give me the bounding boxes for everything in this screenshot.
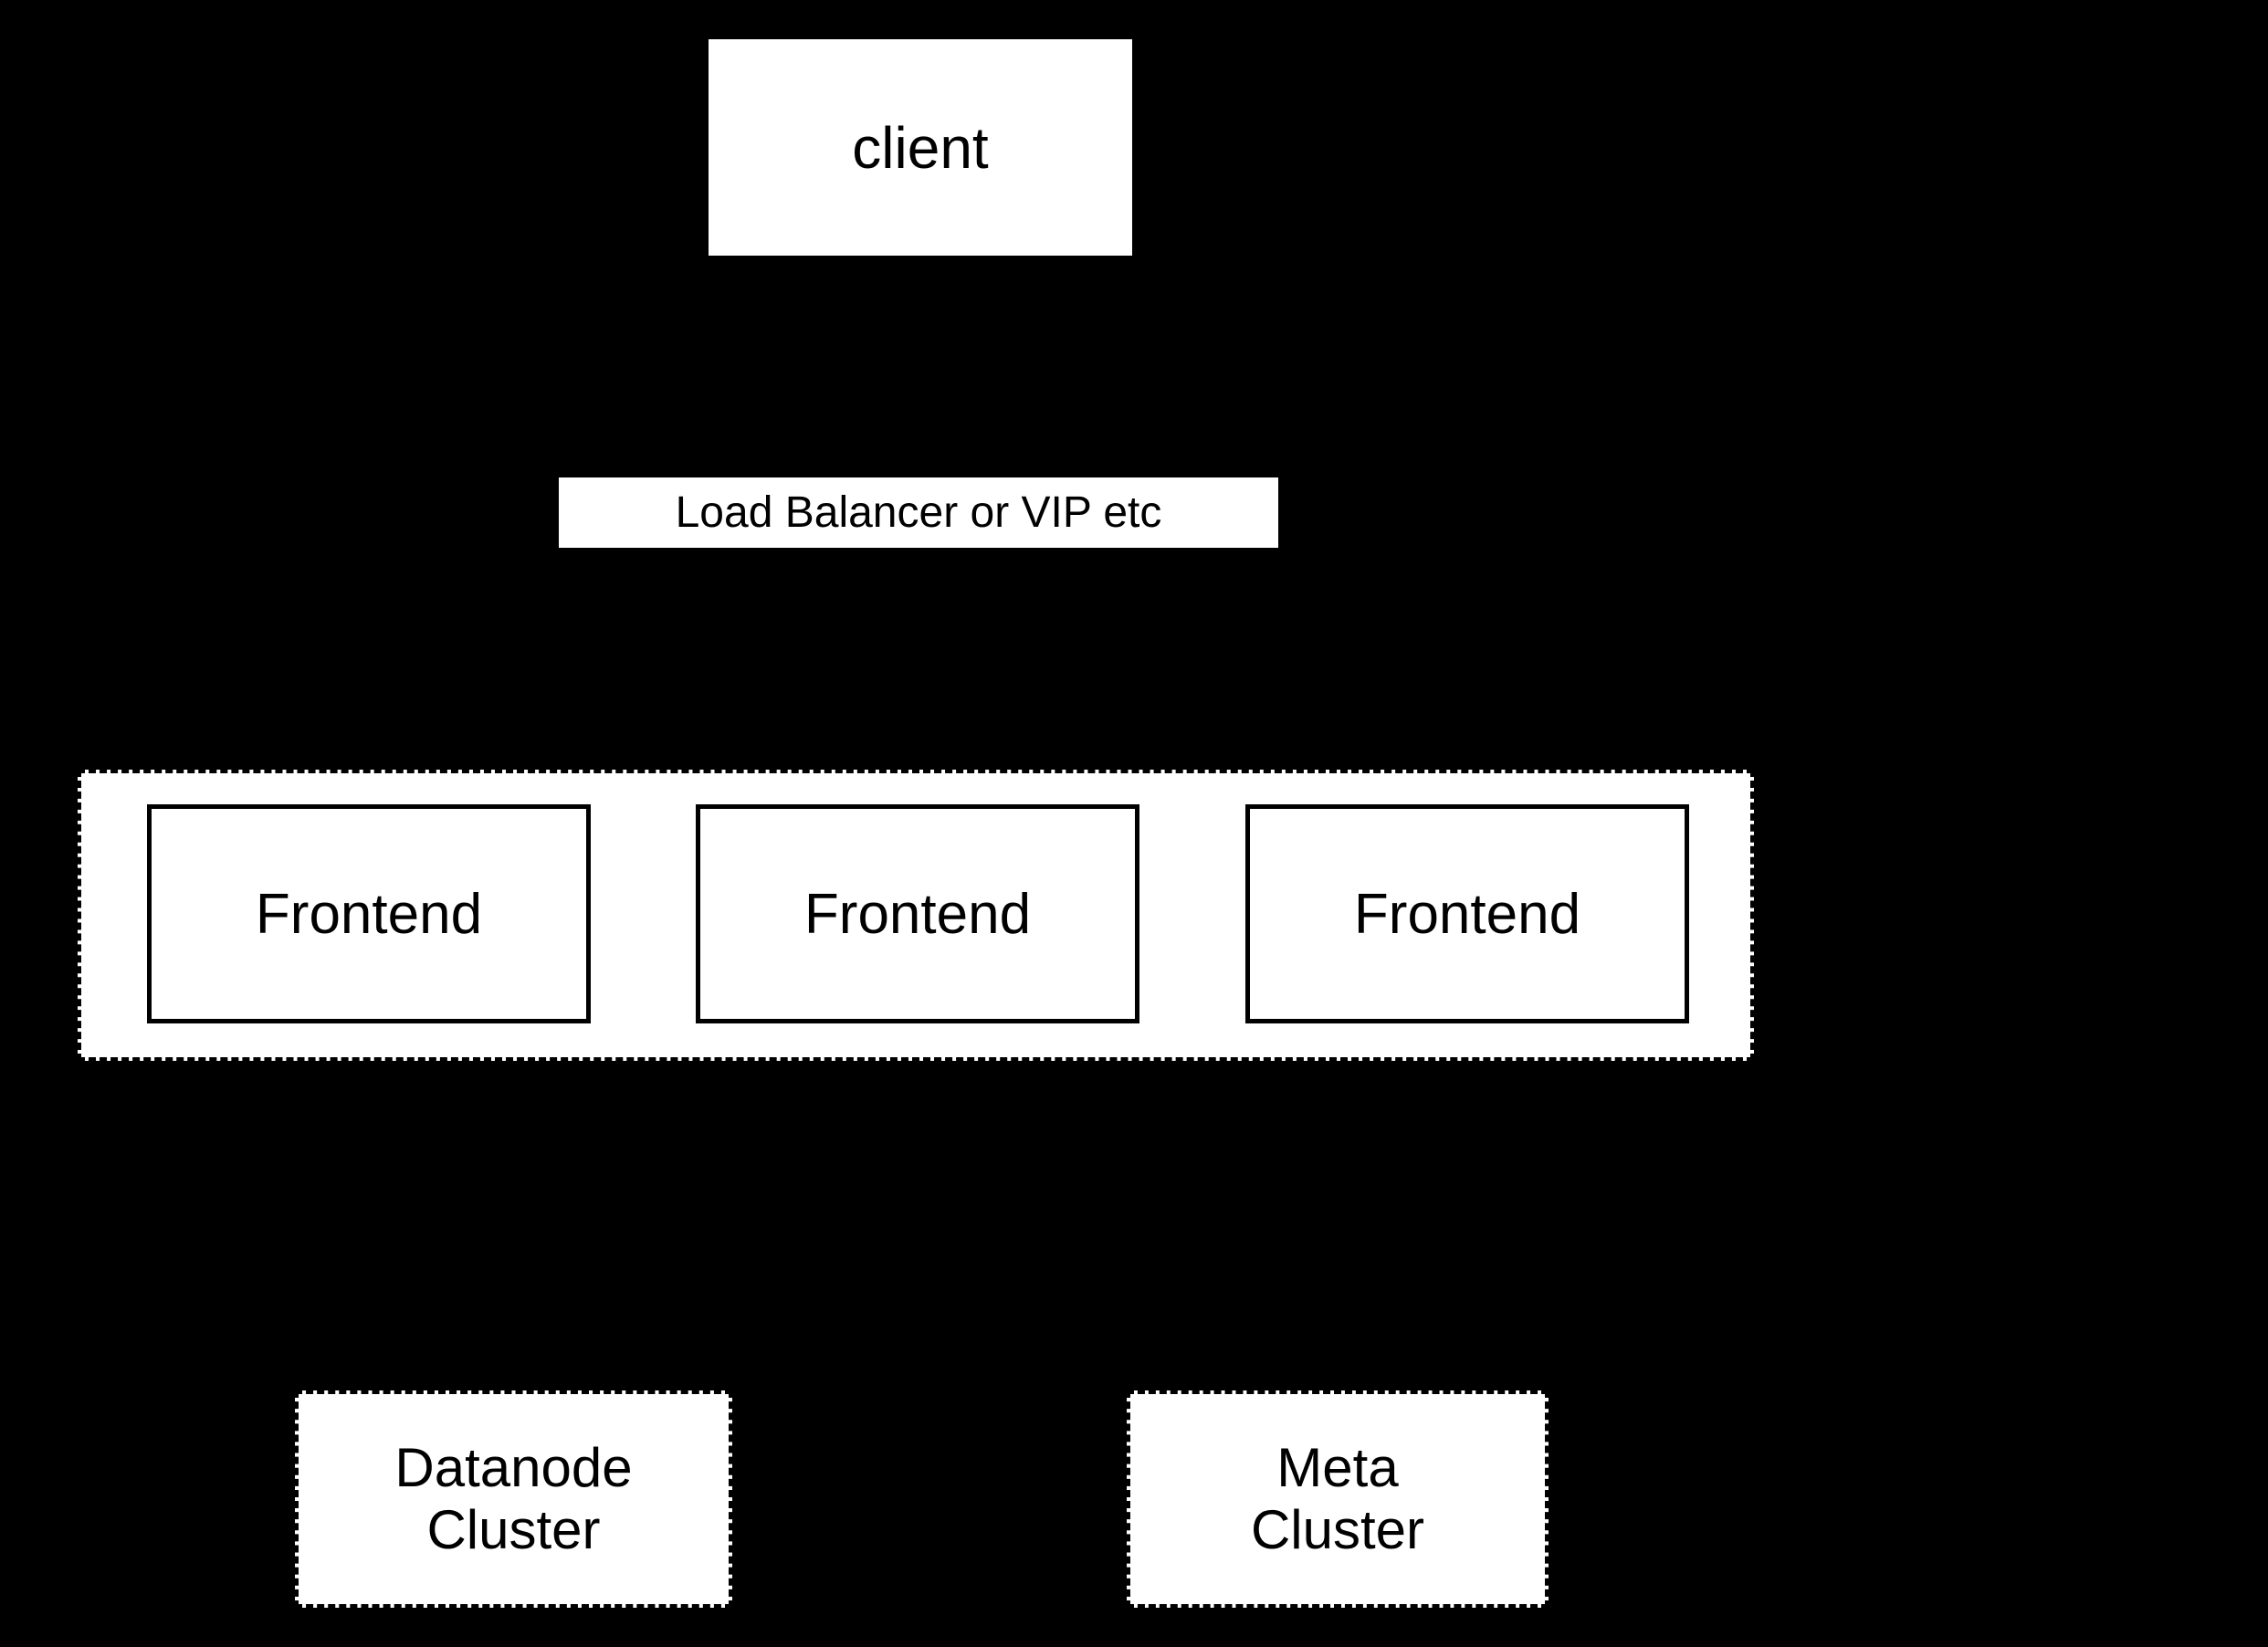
datanode-cluster-label-line1: Datanode [394, 1437, 633, 1499]
load-balancer-node: Load Balancer or VIP etc [559, 477, 1278, 548]
datanode-cluster-label-line2: Cluster [426, 1499, 601, 1560]
frontend-group: Frontend Frontend Frontend [78, 770, 1754, 1061]
frontend-node-1: Frontend [147, 804, 591, 1023]
frontend-label: Frontend [803, 882, 1032, 946]
client-label: client [852, 114, 989, 181]
load-balancer-label: Load Balancer or VIP etc [675, 488, 1162, 537]
frontend-node-2: Frontend [696, 804, 1139, 1023]
datanode-cluster-node: Datanode Cluster [295, 1390, 732, 1608]
frontend-node-3: Frontend [1245, 804, 1689, 1023]
meta-cluster-label-line2: Cluster [1250, 1499, 1425, 1560]
meta-cluster-node: Meta Cluster [1127, 1390, 1549, 1608]
frontend-label: Frontend [1353, 882, 1581, 946]
client-node: client [709, 39, 1132, 256]
frontend-label: Frontend [255, 882, 483, 946]
meta-cluster-label-line1: Meta [1276, 1437, 1399, 1499]
